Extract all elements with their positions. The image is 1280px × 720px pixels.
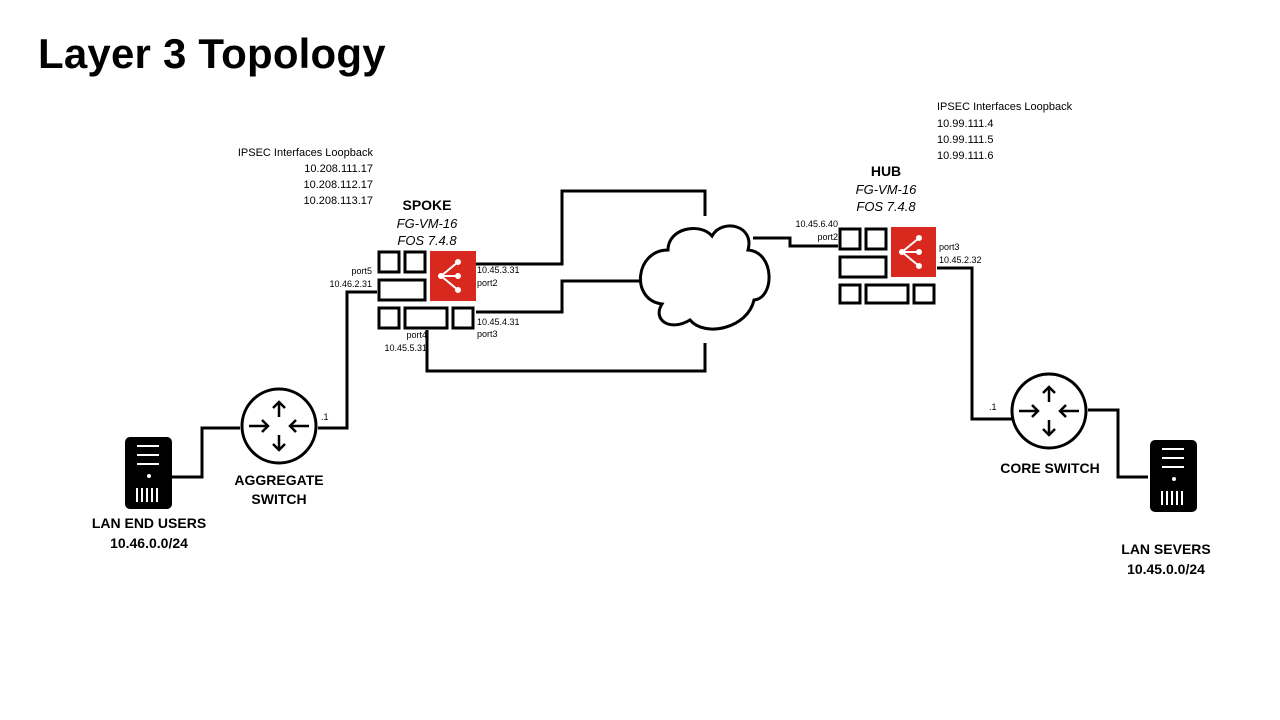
- hub-loopback-block: IPSEC Interfaces Loopback 10.99.111.4 10…: [937, 101, 1073, 162]
- spoke-loopback-3: 10.208.113.17: [303, 195, 373, 207]
- lan-end-users-subnet: 10.46.0.0/24: [110, 535, 188, 551]
- link-users-to-aggregate: [172, 426, 240, 479]
- link-spoke-port2-to-cloud: [476, 189, 707, 266]
- link-core-to-servers: [1088, 408, 1148, 479]
- spoke-port5-name: port5: [351, 266, 372, 276]
- spoke-port5-ip: 10.46.2.31: [329, 279, 372, 289]
- spoke-port2-ip: 10.45.3.31: [477, 265, 520, 275]
- cloud-icon: [638, 224, 771, 331]
- core-router-icon: [1010, 372, 1088, 450]
- spoke-name: SPOKE: [402, 197, 451, 213]
- hub-port2-ip: 10.45.6.40: [795, 219, 838, 229]
- spoke-firewall-icon: [377, 250, 476, 330]
- spoke-loopback-1: 10.208.111.17: [304, 163, 373, 175]
- spoke-model: FG-VM-16: [397, 216, 458, 231]
- aggregate-switch-label-2: SWITCH: [251, 491, 306, 507]
- spoke-port4-name: port4: [406, 330, 427, 340]
- page-title: Layer 3 Topology: [38, 30, 386, 77]
- hub-loopback-title: IPSEC Interfaces Loopback: [937, 101, 1073, 113]
- spoke-os: FOS 7.4.8: [397, 233, 457, 248]
- spoke-loopback-2: 10.208.112.17: [303, 179, 373, 191]
- lan-end-users-label: LAN END USERS: [92, 515, 206, 531]
- aggregate-router-icon: [240, 387, 318, 465]
- connection-lines: [172, 189, 1148, 479]
- hub-loopback-3: 10.99.111.6: [937, 150, 993, 162]
- hub-port3-name: port3: [939, 242, 960, 252]
- hub-loopback-2: 10.99.111.5: [937, 134, 993, 146]
- hub-port3-ip: 10.45.2.32: [939, 255, 982, 265]
- spoke-port2-name: port2: [477, 278, 498, 288]
- link-spoke-port3-to-cloud: [476, 279, 640, 314]
- core-gateway-label: .1: [989, 402, 997, 412]
- hub-os: FOS 7.4.8: [856, 199, 916, 214]
- spoke-port3-name: port3: [477, 329, 498, 339]
- aggregate-switch-label-1: AGGREGATE: [234, 472, 323, 488]
- lan-servers-label: LAN SEVERS: [1121, 541, 1210, 557]
- hub-port2-name: port2: [817, 232, 838, 242]
- hub-model: FG-VM-16: [856, 182, 917, 197]
- spoke-port3-ip: 10.45.4.31: [477, 317, 520, 327]
- lan-servers-subnet: 10.45.0.0/24: [1127, 561, 1205, 577]
- lan-servers-server-icon: [1150, 440, 1197, 512]
- spoke-loopback-title: IPSEC Interfaces Loopback: [238, 147, 374, 159]
- link-hub-port3-to-core: [937, 266, 1012, 421]
- hub-name: HUB: [871, 163, 901, 179]
- link-spoke-port4-to-cloud: [425, 330, 707, 373]
- spoke-port4-ip: 10.45.5.31: [384, 343, 427, 353]
- core-switch-label: CORE SWITCH: [1000, 460, 1100, 476]
- link-cloud-to-hub-port2: [753, 236, 838, 248]
- aggregate-gateway-label: .1: [321, 412, 329, 422]
- lan-end-users-server-icon: [125, 437, 172, 509]
- link-aggregate-to-spoke-port5: [318, 290, 377, 430]
- spoke-loopback-block: IPSEC Interfaces Loopback 10.208.111.17 …: [238, 147, 374, 207]
- hub-loopback-1: 10.99.111.4: [937, 118, 993, 130]
- hub-firewall-icon: [838, 227, 936, 305]
